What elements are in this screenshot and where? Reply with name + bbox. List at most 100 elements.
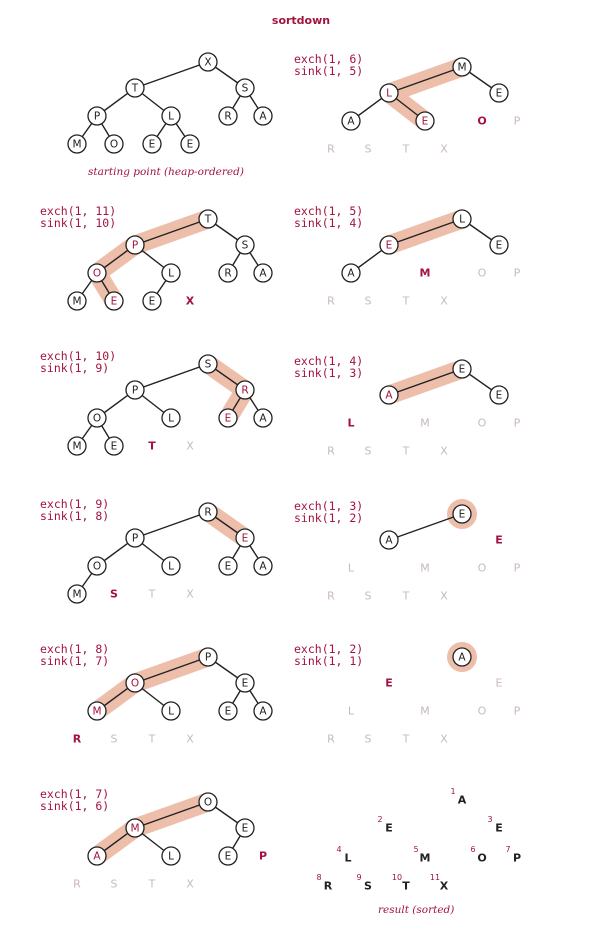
removed-key: S [365, 590, 372, 603]
removed-key: P [259, 850, 267, 863]
operation-label: exch(1, 2)sink(1, 1) [294, 642, 364, 668]
node-key: M [72, 441, 81, 453]
node-circle [415, 111, 435, 131]
removed-key: S [110, 588, 118, 601]
array-index: 10 [392, 873, 402, 882]
node-key: E [496, 240, 503, 252]
node-key: A [385, 535, 393, 547]
node-circle [87, 556, 107, 576]
node-circle [125, 235, 145, 255]
node-key: E [496, 88, 503, 100]
tree-edge [134, 61, 209, 89]
heap-node: P [125, 380, 145, 400]
removed-key: E [496, 677, 503, 690]
heap-node: L [161, 106, 181, 126]
removed-key: S [111, 733, 118, 746]
node-key: E [386, 240, 393, 252]
node-circle [87, 846, 107, 866]
removed-key: P [514, 705, 521, 718]
node-circle [104, 134, 124, 154]
node-circle [489, 83, 509, 103]
node-circle [218, 106, 238, 126]
node-key: E [225, 706, 232, 718]
node-key: A [259, 268, 267, 280]
node-circle [161, 263, 181, 283]
removed-key: O [478, 267, 487, 280]
heap-node: P [198, 647, 218, 667]
heap-node: A [253, 106, 273, 126]
removed-key: O [477, 115, 486, 128]
tree-edge [134, 218, 209, 246]
removed-key: M [420, 267, 431, 280]
node-circle [87, 263, 107, 283]
array-index: 1 [450, 787, 455, 796]
removed-key: O [478, 705, 487, 718]
operation-label: exch(1, 9)sink(1, 8) [40, 497, 110, 523]
heap-node: M [67, 436, 87, 456]
sorted-key: A [458, 794, 467, 807]
heap-node: E [415, 111, 435, 131]
node-circle [125, 818, 145, 838]
node-key: P [94, 111, 100, 123]
heap-node: A [253, 263, 273, 283]
heap-node: E [489, 235, 509, 255]
node-circle [253, 106, 273, 126]
tree-edge [388, 368, 463, 396]
sink-path-highlight [87, 792, 218, 866]
node-circle [253, 408, 273, 428]
node-circle [125, 78, 145, 98]
operation-label: exch(1, 7)sink(1, 6) [40, 787, 110, 813]
array-index: 4 [336, 845, 341, 854]
removed-key: S [365, 295, 372, 308]
heap-node: L [452, 209, 472, 229]
node-circle [235, 673, 255, 693]
node-key: O [204, 797, 212, 809]
sorted-key: R [324, 880, 333, 893]
node-key: A [259, 111, 267, 123]
heap-node: L [161, 846, 181, 866]
node-circle [67, 291, 87, 311]
removed-key: L [347, 417, 354, 430]
removed-key: S [365, 733, 372, 746]
removed-key: T [148, 588, 156, 601]
node-key: A [458, 652, 466, 664]
heap-node: E [235, 673, 255, 693]
node-circle [161, 556, 181, 576]
heap-node: A [253, 556, 273, 576]
node-key: O [93, 413, 101, 425]
node-key: P [132, 240, 138, 252]
heap-node: E [452, 359, 472, 379]
node-key: E [149, 296, 156, 308]
heap-node: T [125, 78, 145, 98]
node-circle [104, 436, 124, 456]
removed-key: X [186, 588, 194, 601]
sorted-key: E [385, 822, 393, 835]
removed-key: R [327, 143, 335, 156]
removed-key: R [73, 733, 82, 746]
heap-node: E [489, 83, 509, 103]
node-circle [235, 528, 255, 548]
heap-node: P [125, 528, 145, 548]
node-key: M [72, 139, 81, 151]
removed-key: X [440, 295, 448, 308]
heap-node: E [235, 528, 255, 548]
node-circle [67, 436, 87, 456]
heap-node: P [125, 235, 145, 255]
node-key: L [168, 561, 174, 573]
removed-key: S [111, 878, 118, 891]
node-circle [198, 354, 218, 374]
node-key: O [93, 561, 101, 573]
operation-label: exch(1, 10)sink(1, 9) [40, 349, 117, 375]
heap-node: E [142, 291, 162, 311]
removed-key: T [402, 295, 410, 308]
